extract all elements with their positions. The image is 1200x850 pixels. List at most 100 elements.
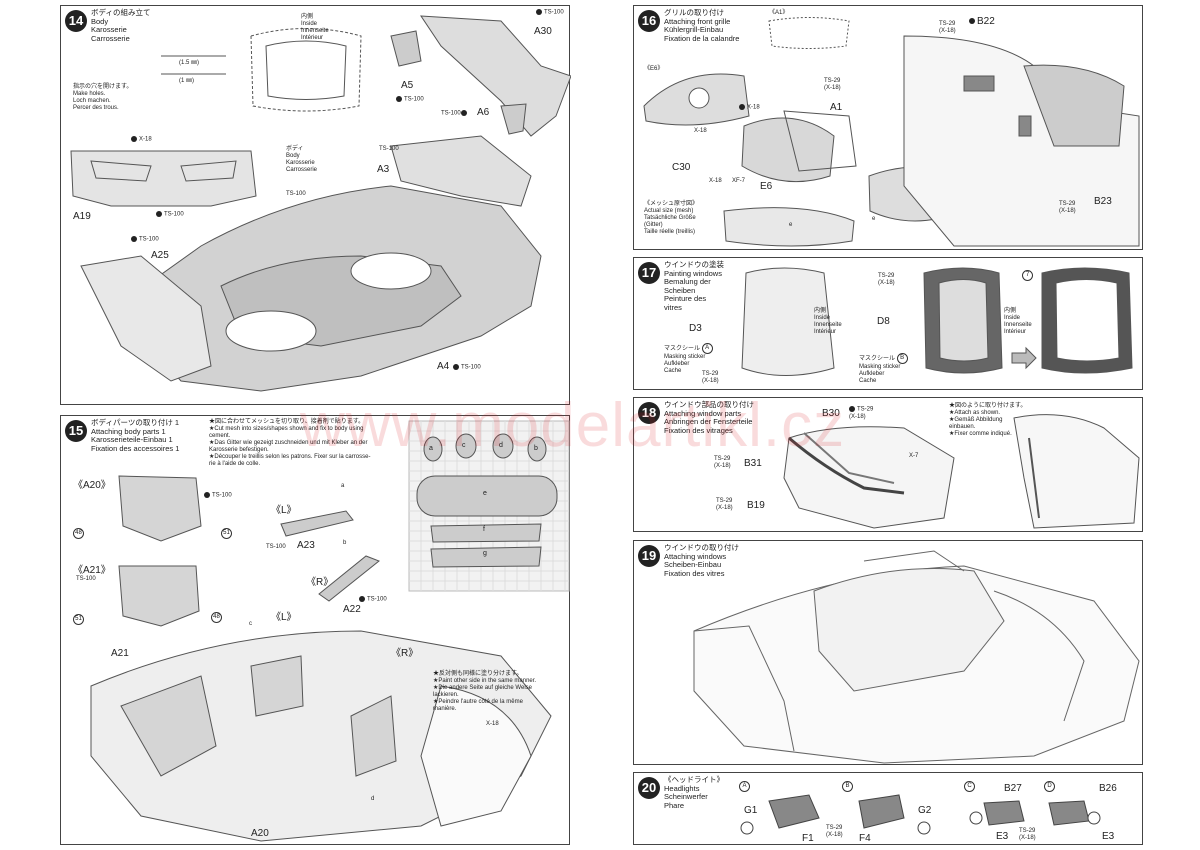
part-A1: A1 bbox=[830, 102, 843, 113]
paint-x7: X-7 bbox=[909, 453, 919, 459]
paint-ts29: TS-29(X-18) bbox=[702, 371, 719, 384]
step-18-illustration bbox=[783, 414, 1140, 529]
paint-x18: X-18 bbox=[694, 128, 707, 134]
step-17-title: ウインドウの塗装 Painting windows Bemalung der S… bbox=[664, 260, 724, 312]
mesh-b: b bbox=[534, 445, 538, 452]
paint-ts100: TS-100 bbox=[156, 211, 184, 219]
paint-ts29: TS-29(X-18) bbox=[826, 825, 843, 838]
part-D8: D8 bbox=[877, 316, 890, 327]
part-F1: F1 bbox=[802, 833, 814, 844]
part-A1-ref: 《A1》 bbox=[769, 10, 789, 16]
part-A5: A5 bbox=[401, 80, 414, 91]
part-E3: E3 bbox=[996, 831, 1009, 842]
side-L-lower: 《L》 bbox=[271, 612, 297, 623]
attach-as-shown-note: ★図のように取り付けます。 ★Attach as shown. ★Gemäß A… bbox=[949, 403, 1027, 437]
step-20-panel: 20 《ヘッドライト》 Headlights Scheinwerfer Phar… bbox=[633, 772, 1143, 845]
paint-xf7: XF-7 bbox=[732, 178, 746, 184]
part-G2: G2 bbox=[918, 805, 932, 816]
mesh-g: g bbox=[483, 550, 487, 557]
mark-48: 48 bbox=[211, 612, 222, 623]
paint-x18: X-18 bbox=[709, 178, 722, 184]
paint-other-side-note: ★反対側も同様に塗り分けます。 ★Paint other side in the… bbox=[433, 671, 537, 712]
mark-48: 48 bbox=[73, 528, 84, 539]
part-G1: G1 bbox=[744, 805, 758, 816]
part-B31: B31 bbox=[744, 458, 762, 469]
hole-size-2: (1 ㎜) bbox=[179, 78, 195, 84]
mesh-b-tag: b bbox=[343, 540, 347, 546]
paint-ts100: TS-100 bbox=[266, 544, 286, 550]
hole-size-1: (1.5 ㎜) bbox=[179, 60, 200, 66]
mesh-c: c bbox=[462, 442, 466, 449]
mesh-cut-note: ★図に合わせてメッシュを切り取り、接着剤で貼ります。 ★Cut mesh int… bbox=[209, 419, 371, 467]
step-18-number: 18 bbox=[638, 402, 660, 424]
paint-ts100: TS-100 bbox=[453, 364, 481, 372]
part-C30: C30 bbox=[672, 162, 691, 173]
mesh-f: f bbox=[483, 526, 485, 533]
part-A19: A19 bbox=[73, 211, 91, 222]
mesh-a: a bbox=[429, 445, 433, 452]
paint-ts29: TS-29(X-18) bbox=[716, 498, 733, 511]
headlight-D: D bbox=[1044, 781, 1055, 792]
part-E6: E6 bbox=[760, 181, 773, 192]
paint-ts100: TS-100 bbox=[396, 96, 424, 104]
mesh-d: d bbox=[499, 442, 503, 449]
part-B27: B27 bbox=[1004, 783, 1022, 794]
step-16-title: グリルの取り付け Attaching front grille Kühlergr… bbox=[664, 8, 740, 43]
part-A25: A25 bbox=[151, 250, 169, 261]
side-R-lower: 《R》 bbox=[391, 648, 419, 659]
step-16-illustration bbox=[643, 17, 1140, 247]
part-A20: A20 bbox=[251, 828, 269, 839]
paint-ts29: TS-29(X-18) bbox=[1059, 201, 1076, 214]
part-E3-right: E3 bbox=[1102, 831, 1115, 842]
paint-ts29: TS-29(X-18) bbox=[1019, 828, 1036, 841]
step-14-number: 14 bbox=[65, 10, 87, 32]
headlight-A: A bbox=[739, 781, 750, 792]
step-20-illustration bbox=[740, 794, 1101, 835]
part-B30: B30 bbox=[822, 408, 840, 419]
step-19-panel: 19 ウインドウの取り付け Attaching windows Scheiben… bbox=[633, 540, 1143, 765]
step-20-title: 《ヘッドライト》 Headlights Scheinwerfer Phare bbox=[664, 775, 724, 810]
paint-ts100: TS-100 bbox=[76, 576, 96, 582]
step-15-title: ボディパーツの取り付け 1 Attaching body parts 1 Kar… bbox=[91, 418, 180, 453]
part-F4: F4 bbox=[859, 833, 871, 844]
step-14-title: ボディの組み立て Body Karosserie Carrosserie bbox=[91, 8, 151, 43]
step-19-title: ウインドウの取り付け Attaching windows Scheiben-Ei… bbox=[664, 543, 739, 578]
mark-7: 7 bbox=[1022, 270, 1033, 281]
paint-ts100: TS-100 bbox=[379, 146, 399, 152]
headlight-B: B bbox=[842, 781, 853, 792]
paint-ts29: TS-29(X-18) bbox=[824, 78, 841, 91]
step-17-panel: 17 ウインドウの塗装 Painting windows Bemalung de… bbox=[633, 257, 1143, 390]
part-B22: B22 bbox=[969, 16, 995, 27]
part-A30: A30 bbox=[534, 26, 552, 37]
paint-x18: X-18 bbox=[486, 721, 499, 727]
mesh-e: e bbox=[483, 490, 487, 497]
step-16-panel: 16 グリルの取り付け Attaching front grille Kühle… bbox=[633, 5, 1143, 250]
side-R: 《R》 bbox=[306, 577, 334, 588]
watermark: www.modelartikl.cz bbox=[300, 391, 846, 460]
part-A21-header: 《A21》 bbox=[73, 565, 111, 576]
part-A6: A6 bbox=[477, 107, 490, 118]
paint-ts29: TS-29(X-18) bbox=[849, 406, 874, 420]
paint-ts100: TS-100 bbox=[359, 596, 387, 604]
paint-ts29: TS-29(X-18) bbox=[714, 456, 731, 469]
headlight-C: C bbox=[964, 781, 975, 792]
part-D3: D3 bbox=[689, 323, 702, 334]
paint-ts100: TS-100 bbox=[204, 492, 232, 500]
step-17-illustration bbox=[741, 267, 1133, 376]
part-B19: B19 bbox=[747, 500, 765, 511]
part-B26: B26 bbox=[1099, 783, 1117, 794]
step-15-panel: 15 ボディパーツの取り付け 1 Attaching body parts 1 … bbox=[60, 415, 570, 845]
step-14-panel: 14 ボディの組み立て Body Karosserie Carrosserie bbox=[60, 5, 571, 405]
part-A4: A4 bbox=[437, 361, 450, 372]
part-A20-header: 《A20》 bbox=[73, 480, 111, 491]
step-15-illustration bbox=[90, 420, 570, 842]
mesh-d-tag: d bbox=[371, 796, 375, 802]
paint-x18: X-18 bbox=[131, 136, 152, 144]
part-A3: A3 bbox=[377, 164, 390, 175]
part-A22: A22 bbox=[343, 604, 361, 615]
